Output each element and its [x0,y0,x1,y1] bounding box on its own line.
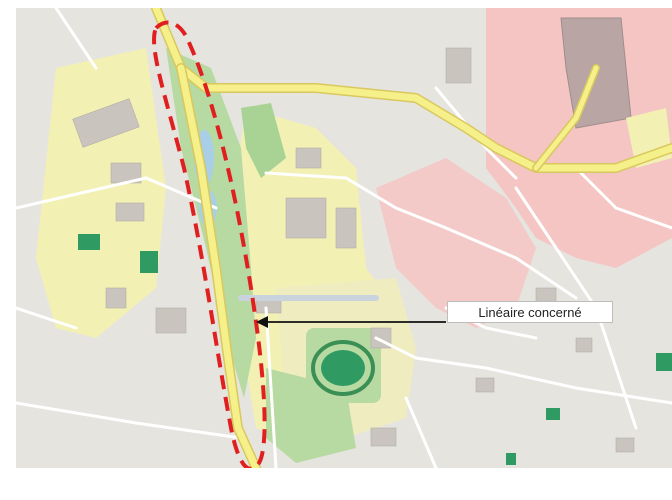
minor-roads [16,8,672,468]
main-roads [151,8,672,468]
green-patch-3 [656,353,672,371]
green-patch-5 [506,453,516,465]
campus-zone-west [36,48,166,338]
residential-zone-center [376,158,536,328]
green-patch-4 [546,408,560,420]
callout-label: Linéaire concerné [447,301,613,323]
map-canvas[interactable] [16,8,672,468]
annotation-text: Linéaire concerné [478,304,582,320]
stadium-field [321,350,365,386]
green-patch-1 [78,234,100,250]
arrow-left-icon [256,316,446,328]
park-east [241,103,286,178]
green-patch-2 [140,251,158,273]
highlight-ellipse [152,20,267,468]
stadium-track [311,340,375,396]
